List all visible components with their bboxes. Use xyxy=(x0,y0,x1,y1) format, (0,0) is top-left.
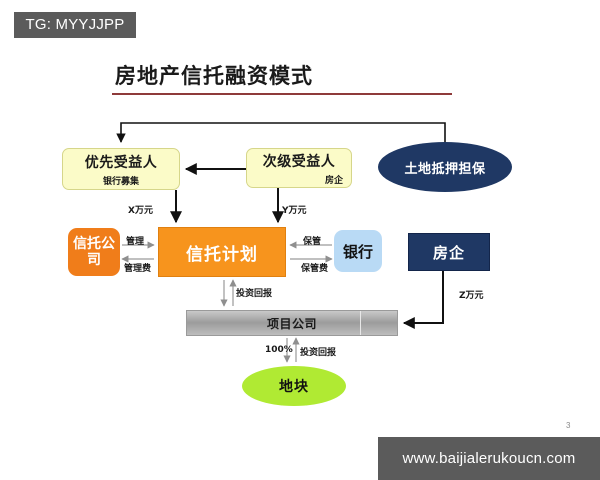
node-land-mortgage-guarantee-label: 土地抵押担保 xyxy=(404,161,486,177)
flow-label-manage: 管理 xyxy=(126,237,145,247)
node-trust-company[interactable]: 信托公司 xyxy=(68,228,120,276)
flow-label-equity-percent: 100% xyxy=(265,345,293,355)
node-trust-company-label: 信托公司 xyxy=(73,235,115,268)
page-number: 3 xyxy=(566,421,571,430)
flow-label-custody: 保管 xyxy=(303,237,322,247)
node-land-parcel-label: 地块 xyxy=(279,379,309,395)
node-subordinate-beneficiary-sublabel: 房企 xyxy=(324,175,343,186)
watermark-url: www.baijialerukoucn.com xyxy=(378,437,600,480)
node-project-company[interactable]: 项目公司 xyxy=(186,310,398,336)
flow-label-x-amount: X万元 xyxy=(128,206,153,216)
flow-label-investment-return-bottom: 投资回报 xyxy=(300,348,337,358)
node-project-company-label: 项目公司 xyxy=(266,316,317,331)
connector-trust-plan-project-company xyxy=(220,279,237,307)
node-bank-label: 银行 xyxy=(342,242,373,261)
node-subordinate-beneficiary[interactable]: 次级受益人 房企 xyxy=(246,148,352,188)
node-developer[interactable]: 房企 xyxy=(408,233,490,271)
flow-label-custody-fee: 保管费 xyxy=(301,264,329,274)
flow-label-investment-return-top: 投资回报 xyxy=(236,289,273,299)
node-trust-plan-label: 信托计划 xyxy=(186,244,258,265)
node-priority-beneficiary[interactable]: 优先受益人 银行募集 xyxy=(62,148,180,190)
project-company-divider xyxy=(360,311,361,335)
flow-label-manage-fee: 管理费 xyxy=(124,264,152,274)
node-bank[interactable]: 银行 xyxy=(334,230,382,272)
title-underline-divider xyxy=(112,93,452,95)
node-priority-beneficiary-sublabel: 银行募集 xyxy=(102,176,139,187)
node-subordinate-beneficiary-label: 次级受益人 xyxy=(262,153,336,170)
node-trust-plan[interactable]: 信托计划 xyxy=(158,227,286,277)
connector-bank-custody xyxy=(289,241,333,263)
page-title: 房地产信托融资模式 xyxy=(115,64,313,88)
node-priority-beneficiary-label: 优先受益人 xyxy=(84,154,158,171)
tg-handle-badge: TG: MYYJJPP xyxy=(14,12,136,38)
flow-label-y-amount: Y万元 xyxy=(282,206,307,216)
connector-land-mortgage-to-priority xyxy=(116,122,446,143)
node-developer-label: 房企 xyxy=(432,243,465,262)
node-land-mortgage-guarantee[interactable]: 土地抵押担保 xyxy=(378,142,512,192)
node-land-parcel[interactable]: 地块 xyxy=(242,366,346,406)
connector-developer-to-project-company xyxy=(402,271,444,329)
connector-trust-company-manage xyxy=(121,241,155,263)
flow-label-z-amount: Z万元 xyxy=(459,291,484,301)
